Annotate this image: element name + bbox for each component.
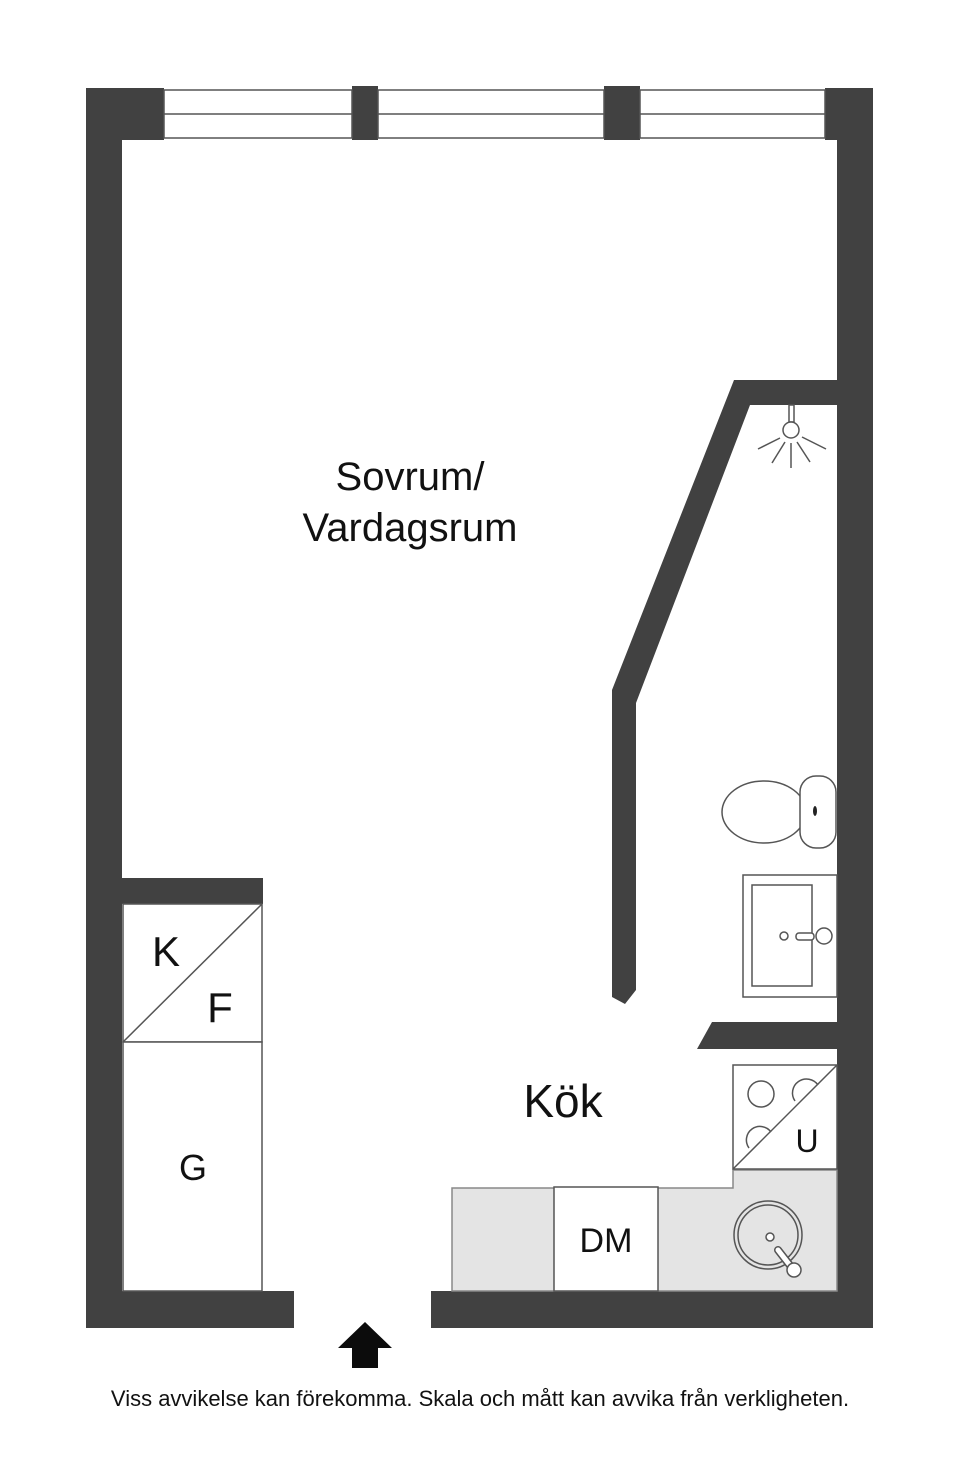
kitchen-counter: DM (451, 1169, 838, 1292)
bathroom-sink-icon (742, 874, 838, 998)
disclaimer-text: Viss avvikelse kan förekomma. Skala och … (110, 1386, 850, 1411)
fridge-freezer: K F (122, 903, 263, 1043)
freezer-label: F (207, 984, 233, 1031)
kitchen-sink-icon (733, 1200, 803, 1278)
room-label-living-1: Sovrum/ (336, 455, 486, 499)
windows (163, 89, 826, 139)
stove-icon: U (732, 1064, 838, 1170)
dishwasher-label: DM (580, 1222, 633, 1260)
room-label-kitchen: Kök (523, 1075, 603, 1127)
fridge-label: K (152, 928, 180, 975)
toilet-icon (721, 775, 837, 849)
walls (86, 86, 873, 1328)
wardrobe-label: G (179, 1147, 207, 1188)
entrance-arrow-icon (338, 1322, 392, 1368)
room-label-living-2: Vardagsrum (303, 506, 518, 550)
shower-icon (757, 404, 827, 468)
wardrobe: G (122, 1041, 263, 1292)
oven-label: U (795, 1123, 818, 1159)
